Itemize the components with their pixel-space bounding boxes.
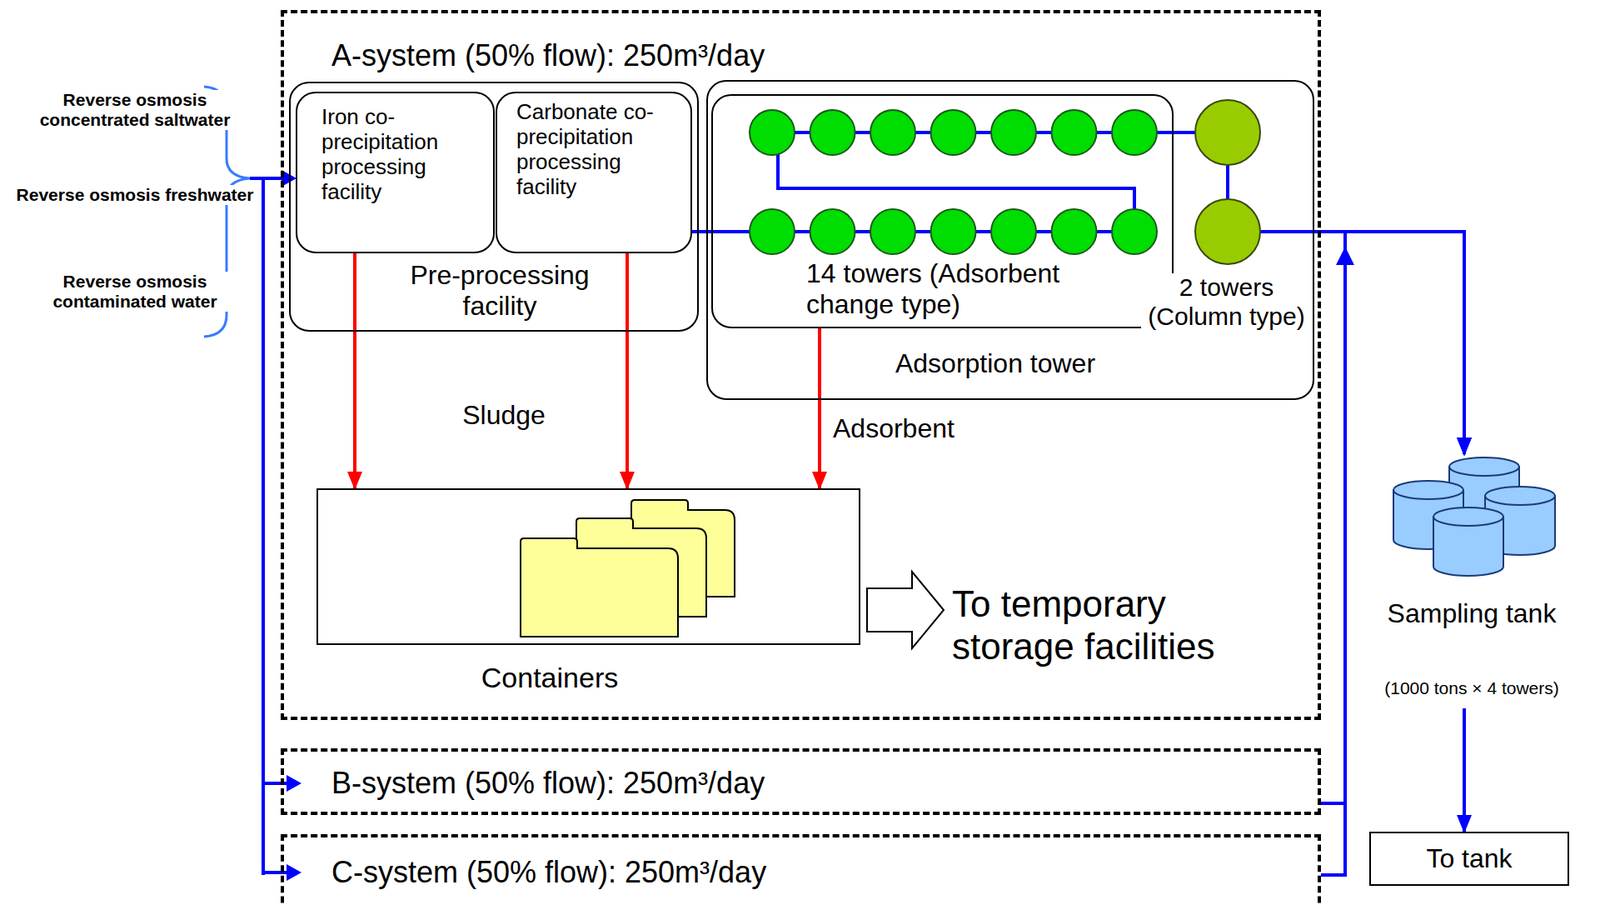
feed-pipe (249, 176, 284, 180)
feed-pipe (263, 781, 289, 785)
column-tower (1195, 99, 1261, 265)
adsorbent-tower (991, 209, 1037, 255)
node-label: Containers (433, 661, 667, 694)
destination-box: To tank (1369, 831, 1570, 886)
waste-arrow (625, 253, 629, 489)
sampling-tank-cylinder (1449, 457, 1520, 476)
node-label: Iron co-precipitation processing facilit… (321, 104, 489, 205)
sampling-tank-cylinder (1433, 507, 1504, 526)
adsorbent-tower (749, 109, 795, 155)
node-label: Adsorption tower (857, 348, 1133, 379)
adsorbent-tower (749, 209, 795, 255)
container-box: Containers (316, 488, 861, 645)
node-label: Sampling tank (1350, 598, 1593, 629)
water-pipe (692, 229, 712, 234)
water-pipe (1320, 231, 1465, 875)
adsorbent-tower (749, 109, 1157, 255)
tower-group: 14 towers (Adsorbent change type) (711, 94, 1174, 329)
free-label: Reverse osmosis freshwater (9, 184, 260, 205)
node-label: Carbonate co-precipitation processing fa… (516, 99, 675, 200)
adsorbent-tower (1051, 209, 1097, 255)
node-label: C-system (50% flow): 250m³/day (331, 854, 965, 889)
hollow-arrow (867, 571, 944, 648)
free-label: Reverse osmosis contaminated water (9, 271, 260, 312)
system-region: C-system (50% flow): 250m³/day (280, 833, 1321, 905)
adsorbent-tower (810, 109, 856, 155)
system-region: B-system (50% flow): 250m³/day (280, 747, 1321, 815)
sampling-tank: Sampling tank (1000 tons × 4 towers) (1350, 453, 1593, 708)
container-folder (520, 499, 735, 637)
free-label: 2 towers (Column type) (1141, 273, 1312, 331)
adsorbent-tower (931, 209, 977, 255)
node-label: B-system (50% flow): 250m³/day (331, 765, 965, 800)
adsorbent-tower (810, 209, 856, 255)
water-pipe (1314, 231, 1465, 454)
water-pipe (1320, 231, 1465, 803)
container-folder (520, 538, 678, 637)
adsorbent-tower (931, 109, 977, 155)
column-tower (1195, 199, 1261, 265)
waste-arrow (353, 253, 357, 489)
facility-group: Pre-processing facility Iron co-precipita… (289, 81, 699, 332)
tower-piping (711, 229, 750, 234)
adsorbent-tower (870, 109, 916, 155)
adsorbent-tower (1111, 109, 1157, 155)
water-pipe (1462, 707, 1466, 832)
node-label: To tank (1369, 842, 1570, 874)
hollow-arrow (867, 571, 944, 648)
adsorbent-tower (1051, 109, 1097, 155)
free-label: Adsorbent (832, 413, 1000, 444)
node-label: Pre-processing facility (374, 259, 625, 322)
column-tower (1195, 99, 1261, 165)
adsorbent-tower (870, 209, 916, 255)
waste-arrow (817, 328, 822, 489)
node-label: A-system (50% flow): 250m³/day (331, 38, 965, 73)
node-label: 14 towers (Adsorbent change type) (806, 258, 1133, 320)
feed-pipe (261, 178, 265, 875)
tower-group: Adsorption tower 14 towers (Adsorbent cha… (706, 79, 1315, 400)
adsorbent-tower (991, 109, 1037, 155)
process-box: Carbonate co-precipitation processing fa… (495, 91, 693, 254)
feed-pipe (286, 774, 302, 792)
sampling-tank-cylinder (1485, 486, 1556, 505)
free-label: To temporary storage facilities (952, 583, 1269, 668)
node-note: (1000 tons × 4 towers) (1350, 677, 1593, 698)
sampling-tank-cylinder (1393, 457, 1556, 576)
free-label: Sludge (449, 399, 559, 431)
free-label: Reverse osmosis concentrated saltwater (9, 89, 260, 130)
sampling-tank-cylinder (1393, 480, 1464, 499)
adsorbent-tower (1111, 209, 1157, 255)
process-box: Iron co-precipitation processing facilit… (295, 91, 495, 254)
feed-pipe (286, 863, 302, 881)
feed-pipe (263, 870, 289, 874)
